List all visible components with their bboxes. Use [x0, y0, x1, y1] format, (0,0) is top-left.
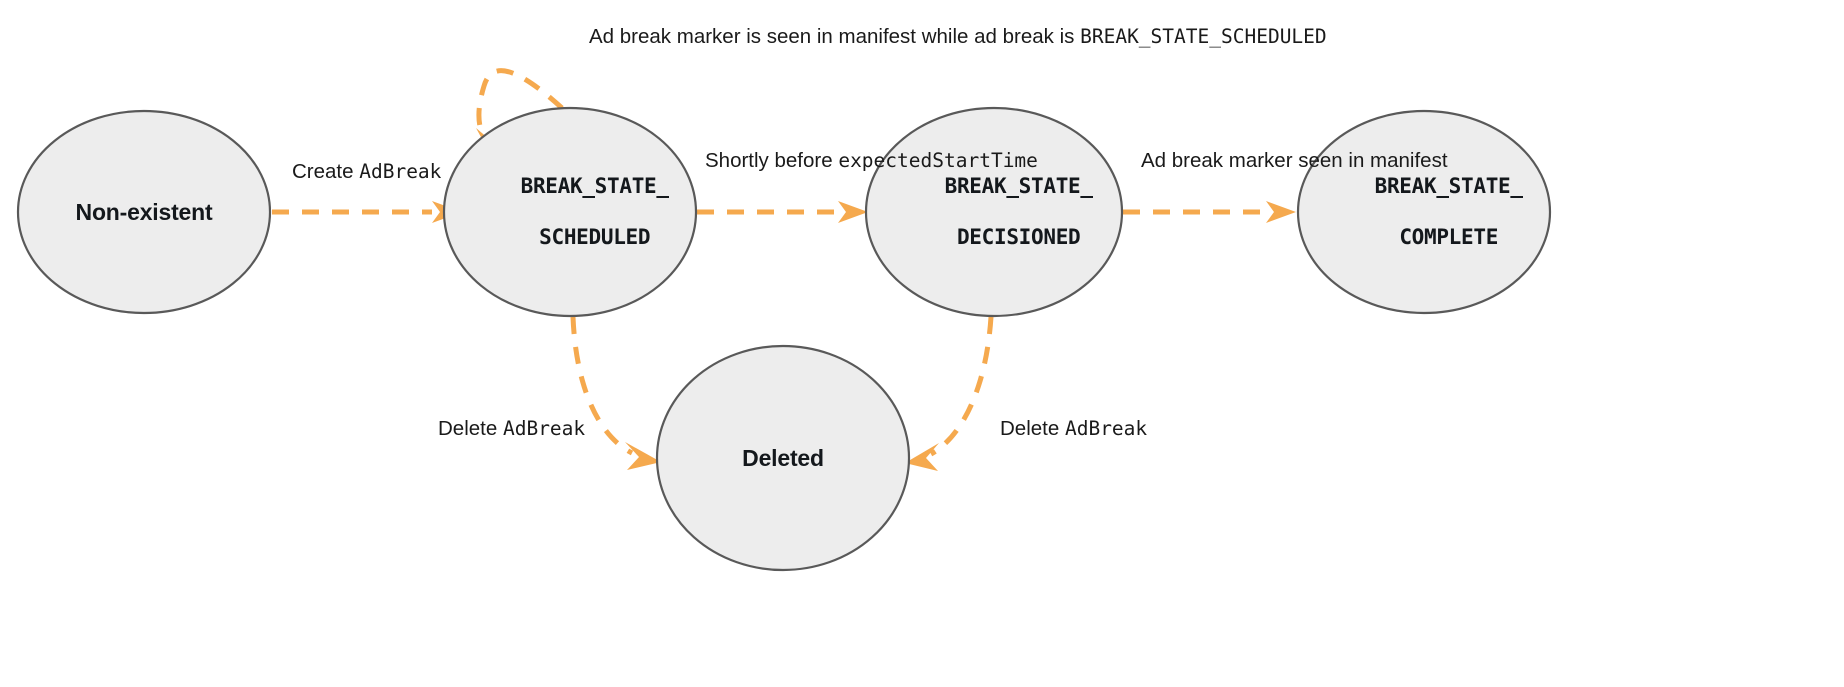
- edge-shortly-before: [697, 201, 868, 223]
- arrow-head-delete-from-decisioned: [905, 443, 939, 471]
- node-break-state-complete: [1296, 109, 1552, 315]
- arrow-head-shortly-before: [838, 201, 868, 223]
- edge-create-adbreak: [272, 201, 462, 223]
- arrow-head-delete-from-scheduled: [625, 442, 661, 470]
- node-break-state-decisioned: [864, 106, 1124, 318]
- node-break-state-scheduled: [442, 106, 698, 318]
- edge-ad-break-marker-seen: [1123, 201, 1296, 223]
- node-non-existent: [16, 109, 272, 315]
- edge-delete-adbreak-from-decisioned: [905, 316, 994, 471]
- edge-delete-adbreak-from-scheduled: [570, 316, 661, 470]
- node-deleted: [655, 344, 911, 572]
- arrow-head-ad-break-marker-seen: [1266, 201, 1296, 223]
